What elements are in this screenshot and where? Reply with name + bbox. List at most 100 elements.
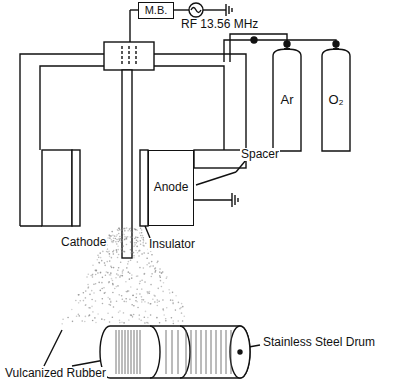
part-label: Stainless Steel Drum bbox=[262, 336, 376, 349]
plasma-glow bbox=[86, 276, 88, 278]
plasma-glow bbox=[98, 256, 100, 258]
leader-line bbox=[145, 226, 150, 238]
leader-line bbox=[44, 330, 62, 366]
valve-symbol bbox=[284, 41, 290, 47]
node-text: Ar bbox=[281, 93, 294, 107]
plasma-glow bbox=[159, 268, 161, 270]
plasma-glow bbox=[150, 303, 152, 305]
plasma-glow bbox=[118, 241, 120, 243]
plasma-glow bbox=[142, 242, 144, 244]
rubber-shading bbox=[122, 330, 123, 374]
plasma-glow bbox=[126, 238, 128, 240]
plasma-glow bbox=[122, 232, 124, 234]
drum-shading bbox=[216, 330, 217, 374]
rf-wire bbox=[130, 9, 138, 10]
plasma-glow bbox=[151, 261, 153, 263]
plasma-glow bbox=[88, 315, 90, 317]
plasma-glow bbox=[119, 240, 121, 242]
rubber-shading bbox=[172, 330, 173, 374]
insulator-left bbox=[72, 150, 80, 226]
cathode-rod bbox=[122, 70, 132, 258]
plasma-glow bbox=[78, 315, 80, 317]
drum-shading bbox=[206, 330, 207, 374]
plasma-glow bbox=[119, 229, 121, 231]
plasma-glow bbox=[92, 276, 94, 278]
rubber-shading bbox=[178, 330, 179, 374]
plasma-glow bbox=[153, 294, 155, 296]
plasma-glow bbox=[119, 239, 121, 241]
plasma-glow bbox=[92, 320, 94, 322]
plasma-glow bbox=[161, 286, 163, 288]
plasma-glow bbox=[129, 299, 131, 301]
plasma-glow bbox=[134, 242, 136, 244]
drum-shading bbox=[226, 330, 227, 374]
plasma-glow bbox=[178, 302, 180, 304]
plasma-glow bbox=[147, 317, 149, 319]
plasma-glow bbox=[143, 273, 145, 275]
plasma-glow bbox=[172, 302, 174, 304]
plasma-glow bbox=[124, 238, 126, 240]
feedthrough-block bbox=[104, 42, 154, 70]
plasma-glow bbox=[122, 269, 124, 271]
plasma-glow bbox=[139, 293, 141, 295]
plasma-glow bbox=[109, 237, 111, 239]
plasma-glow bbox=[117, 257, 119, 259]
plasma-glow bbox=[91, 299, 93, 301]
plasma-glow bbox=[104, 292, 106, 294]
plasma-glow bbox=[157, 288, 159, 290]
plasma-glow bbox=[92, 274, 94, 276]
plasma-glow bbox=[129, 272, 131, 274]
plasma-glow bbox=[163, 310, 165, 312]
plasma-glow bbox=[137, 261, 139, 263]
plasma-glow bbox=[154, 295, 156, 297]
plasma-glow bbox=[121, 230, 123, 232]
plasma-glow bbox=[141, 288, 143, 290]
plasma-glow bbox=[117, 249, 119, 251]
ground-symbol bbox=[231, 8, 232, 12]
plasma-glow bbox=[130, 315, 132, 317]
plasma-glow bbox=[121, 241, 123, 243]
plasma-glow bbox=[140, 240, 142, 242]
plasma-glow bbox=[98, 282, 100, 284]
plasma-glow bbox=[83, 292, 85, 294]
plasma-glow bbox=[175, 295, 177, 297]
plasma-glow bbox=[149, 266, 151, 268]
insulator-right bbox=[140, 150, 148, 226]
cylinder-valve bbox=[284, 48, 290, 50]
plasma-glow bbox=[131, 277, 133, 279]
plasma-glow bbox=[172, 292, 174, 294]
plasma-glow bbox=[105, 292, 107, 294]
plasma-glow bbox=[125, 281, 127, 283]
plasma-glow bbox=[98, 262, 100, 264]
plasma-glow bbox=[127, 290, 129, 292]
plasma-glow bbox=[109, 253, 111, 255]
plasma-glow bbox=[141, 237, 143, 239]
plasma-glow bbox=[127, 263, 129, 265]
plasma-glow bbox=[104, 319, 106, 321]
valve-symbol bbox=[251, 37, 257, 43]
plasma-glow bbox=[124, 227, 126, 229]
plasma-glow bbox=[102, 298, 104, 300]
plasma-glow bbox=[91, 306, 93, 308]
plasma-glow bbox=[181, 312, 183, 314]
plasma-glow bbox=[126, 291, 128, 293]
plasma-glow bbox=[85, 297, 87, 299]
plasma-glow bbox=[135, 236, 137, 238]
plasma-glow bbox=[116, 234, 118, 236]
part-label: Insulator bbox=[148, 238, 196, 251]
plasma-glow bbox=[125, 238, 127, 240]
plasma-glow bbox=[117, 269, 119, 271]
plasma-glow bbox=[123, 322, 125, 324]
plasma-glow bbox=[143, 267, 145, 269]
plasma-glow bbox=[136, 229, 138, 231]
plasma-glow bbox=[125, 291, 127, 293]
plasma-glow bbox=[108, 234, 110, 236]
plasma-glow bbox=[133, 245, 135, 247]
plasma-glow bbox=[130, 236, 132, 238]
plasma-glow bbox=[132, 295, 134, 297]
plasma-glow bbox=[155, 270, 157, 272]
plasma-glow bbox=[104, 262, 106, 264]
plasma-glow bbox=[121, 248, 123, 250]
plasma-glow bbox=[138, 250, 140, 252]
plasma-glow bbox=[118, 267, 120, 269]
